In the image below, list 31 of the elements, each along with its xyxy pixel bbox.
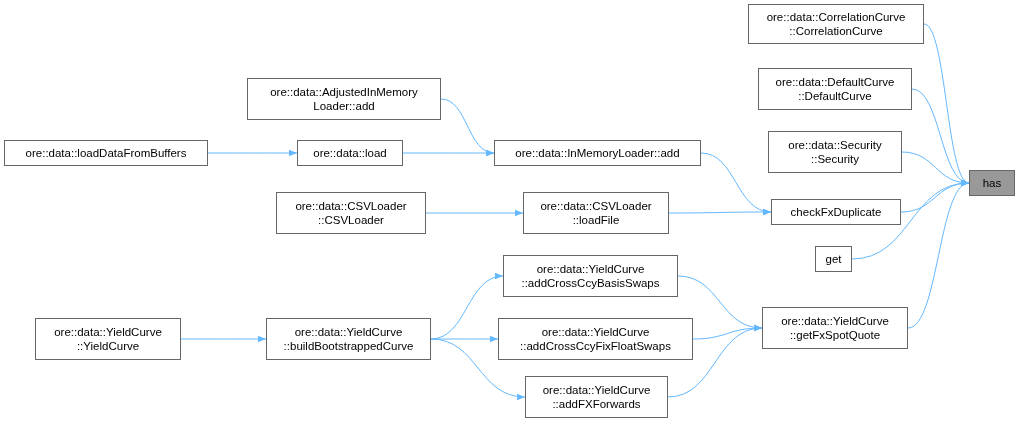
function-box: get bbox=[815, 246, 852, 272]
function-box: ore::data::YieldCurve ::addCrossCcyFixFloatSwaps bbox=[498, 318, 693, 360]
function-box: ore::data::InMemoryLoader::add bbox=[494, 140, 701, 166]
arrow bbox=[180, 335, 267, 343]
arrow bbox=[668, 208, 772, 216]
function-box: ore::data::CorrelationCurve ::CorrelationCurve bbox=[748, 4, 924, 44]
arrow bbox=[907, 182, 970, 329]
function-box: ore::data::AdjustedInMemory Loader::add bbox=[247, 78, 441, 120]
arrow bbox=[207, 149, 298, 157]
function-box: ore::data::YieldCurve ::buildBootstrappedCurve bbox=[266, 318, 431, 360]
function-box: ore::data::Security ::Security bbox=[768, 131, 902, 173]
arrow bbox=[430, 274, 504, 340]
function-box: ore::data::DefaultCurve ::DefaultCurve bbox=[758, 68, 912, 110]
arrow bbox=[667, 325, 763, 398]
function-box: ore::data::YieldCurve ::YieldCurve bbox=[35, 318, 181, 360]
arrow bbox=[700, 152, 772, 215]
arrow bbox=[901, 151, 970, 186]
function-box: checkFxDuplicate bbox=[771, 199, 901, 225]
function-box: has bbox=[969, 170, 1015, 196]
function-box: ore::data::YieldCurve ::addFXForwards bbox=[525, 376, 668, 418]
arrow bbox=[440, 98, 495, 155]
function-box: ore::data::YieldCurve ::addCrossCcyBasisSwaps bbox=[503, 255, 678, 297]
arrow bbox=[677, 275, 763, 331]
function-box: ore::data::CSVLoader ::CSVLoader bbox=[276, 192, 426, 234]
arrow bbox=[402, 149, 495, 157]
function-box: ore::data::load bbox=[297, 140, 403, 166]
function-box: ore::data::YieldCurve ::getFxSpotQuote bbox=[762, 307, 908, 349]
function-box: ore::data::CSVLoader ::loadFile bbox=[523, 192, 669, 234]
arrow bbox=[430, 338, 526, 400]
arrow bbox=[425, 209, 524, 217]
function-box: ore::data::loadDataFromBuffers bbox=[4, 140, 208, 166]
